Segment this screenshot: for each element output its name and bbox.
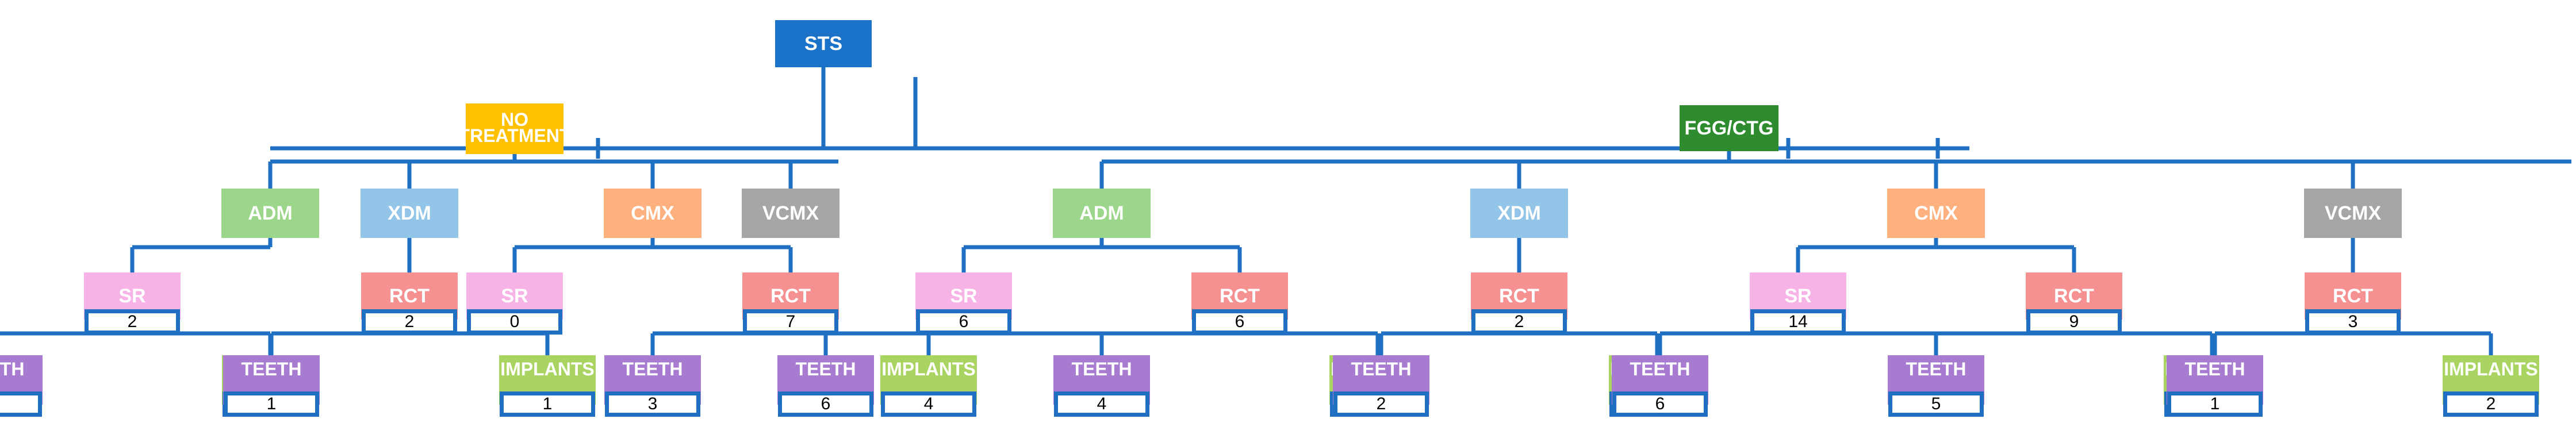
group-no-treatment-node: NO TREATMENT [466,103,564,154]
group-no-treatment-material-xdm-node: XDM [361,189,458,238]
group-fgg-ctg-material-vcmx-proc-rct-0-outcome-teeth-count: 1 [2167,391,2263,417]
group-fgg-ctg-material-adm-proc-rct-1-outcome-teeth-count: 4 [1054,391,1149,417]
root-node-sts: STS [775,20,872,67]
group-fgg-ctg-material-cmx-proc-sr-0-outcome-teeth-count: 6 [1612,391,1708,417]
group-no-treatment-material-adm-proc-sr-0-outcome-teeth-count: 2 [0,391,42,417]
group-fgg-ctg-material-adm-proc-rct-1-count: 6 [1192,309,1287,335]
group-fgg-ctg-material-xdm-node: XDM [1470,189,1568,238]
group-no-treatment-material-vcmx-node: VCMX [742,189,839,238]
group-no-treatment-material-cmx-proc-rct-1-outcome-implants-count: 4 [881,391,976,417]
group-fgg-ctg-material-cmx-proc-rct-1-outcome-teeth-count: 5 [1888,391,1984,417]
group-fgg-ctg-material-cmx-node: CMX [1887,189,1985,238]
group-no-treatment-material-cmx-proc-sr-0-count: 0 [467,309,562,335]
group-fgg-ctg-material-xdm-proc-rct-0-count: 2 [1471,309,1567,335]
group-fgg-ctg-material-vcmx-proc-rct-0-outcome-implants-count: 2 [2443,391,2539,417]
group-fgg-ctg-material-cmx-proc-sr-0-count: 14 [1750,309,1846,335]
group-no-treatment-material-xdm-proc-rct-0-count: 2 [362,309,457,335]
group-fgg-ctg-node: FGG/CTG [1680,105,1778,151]
group-fgg-ctg-material-adm-proc-sr-0-outcome-teeth-count: 6 [778,391,873,417]
group-no-treatment-material-adm-proc-sr-0-count: 2 [85,309,180,335]
group-no-treatment-material-adm-node: ADM [221,189,319,238]
group-fgg-ctg-material-cmx-proc-rct-1-count: 9 [2026,309,2122,335]
group-no-treatment-material-cmx-proc-rct-1-count: 7 [743,309,838,335]
group-fgg-ctg-material-xdm-proc-rct-0-outcome-teeth-count: 2 [1333,391,1429,417]
group-fgg-ctg-material-vcmx-proc-rct-0-count: 3 [2305,309,2401,335]
group-fgg-ctg-material-adm-proc-sr-0-count: 6 [916,309,1011,335]
group-fgg-ctg-material-adm-node: ADM [1053,189,1151,238]
group-no-treatment-material-cmx-proc-rct-1-outcome-teeth-count: 3 [605,391,700,417]
group-no-treatment-material-xdm-proc-rct-0-outcome-teeth-count: 1 [224,391,319,417]
group-no-treatment-material-cmx-node: CMX [604,189,702,238]
group-no-treatment-material-xdm-proc-rct-0-outcome-implants-count: 1 [500,391,595,417]
group-fgg-ctg-material-vcmx-node: VCMX [2304,189,2402,238]
